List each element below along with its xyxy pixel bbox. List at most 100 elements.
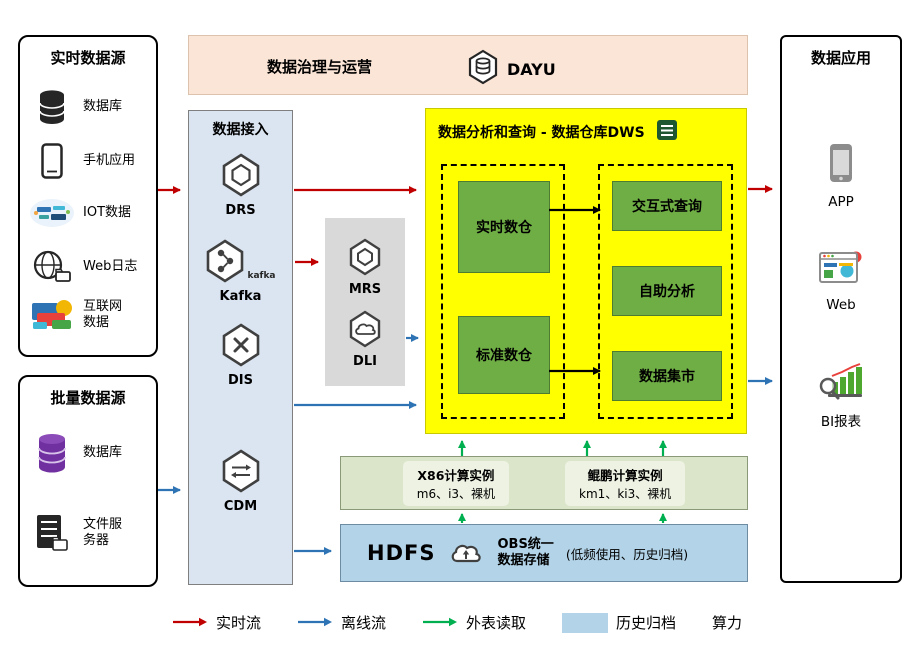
source-label: Web日志 [83, 258, 138, 274]
source-label: 文件服务器 [83, 516, 123, 548]
self-service-analysis-box: 自助分析 [612, 266, 722, 316]
mrs-icon [348, 238, 382, 280]
cdm-node: CDM [189, 449, 292, 514]
batch-sources-panel: 批量数据源 数据库 [18, 375, 158, 587]
iot-wordcloud-icon [28, 197, 76, 229]
dws-header: 数据分析和查询 - 数据仓库DWS [426, 109, 746, 147]
obs-cloud-icon [447, 536, 485, 570]
dis-icon [221, 323, 261, 371]
file-server-icon [28, 513, 76, 553]
legend-compute: 算力 [712, 612, 742, 633]
dayu-logo-group: DAYU [467, 49, 556, 89]
standard-warehouse-label: 标准数仓 [476, 348, 532, 364]
drs-icon [221, 153, 261, 201]
applications-title: 数据应用 [810, 49, 871, 67]
dws-report-icon [654, 117, 680, 147]
database-stack-icon [28, 432, 76, 474]
source-item-web-log: Web日志 [28, 245, 154, 289]
app-item-bi: BI报表 [782, 362, 900, 430]
source-label: 数据库 [83, 98, 123, 114]
legend-archive: 历史归档 [562, 612, 676, 633]
batch-item-database: 数据库 [28, 429, 154, 477]
legend-external: 外表读取 [422, 612, 526, 633]
source-item-database: 数据库 [28, 85, 154, 129]
realtime-sources-title: 实时数据源 [50, 49, 126, 67]
kunpeng-instance-title: 鲲鹏计算实例 [587, 467, 663, 483]
self-service-analysis-label: 自助分析 [639, 284, 695, 300]
kafka-label: Kafka [219, 289, 262, 304]
realtime-warehouse-label: 实时数仓 [476, 220, 532, 236]
governance-title: 数据治理与运营 [267, 58, 373, 76]
legend-realtime-label: 实时流 [215, 614, 261, 632]
obs-title: OBS统一 数据存储 [497, 537, 553, 570]
x86-instance: X86计算实例 m6、i3、裸机 [402, 460, 510, 506]
obs-title-line1: OBS统一 [497, 536, 554, 552]
archive-swatch [562, 612, 608, 633]
kafka-wordmark: kafka [247, 271, 276, 281]
legend-realtime: 实时流 [172, 612, 261, 633]
dws-panel: 数据分析和查询 - 数据仓库DWS 实时数仓 标准数仓 交互式查询 [425, 108, 747, 434]
source-item-internet-data: 互联网数据 [28, 293, 154, 337]
obs-title-line2: 数据存储 [497, 553, 550, 568]
standard-warehouse-box: 标准数仓 [458, 316, 550, 394]
kafka-icon [205, 239, 245, 287]
dis-label: DIS [228, 373, 253, 388]
batch-item-file-server: 文件服务器 [28, 509, 154, 557]
realtime-sources-panel: 实时数据源 数据库 手机应用 [18, 35, 158, 357]
services-group: 交互式查询 自助分析 数据集市 [598, 164, 733, 419]
storage-note: (低频使用、历史归档) [565, 546, 689, 562]
red-arrow-icon [172, 614, 208, 632]
mrs-node: MRS [325, 238, 405, 297]
x86-instance-title: X86计算实例 [417, 467, 495, 483]
blue-arrow-icon [297, 614, 333, 632]
source-label: 互联网数据 [83, 298, 123, 330]
database-icon [28, 89, 76, 125]
cdm-icon [221, 449, 261, 497]
cdm-label: CDM [223, 499, 258, 514]
legend-archive-label: 历史归档 [616, 614, 677, 632]
data-mart-label: 数据集市 [639, 369, 695, 385]
kafka-node: kafka Kafka [189, 239, 292, 304]
processing-box: MRS DLI [325, 218, 405, 386]
app-label: APP [828, 194, 854, 210]
globe-folder-icon [28, 250, 76, 284]
data-ingestion-panel: 数据接入 DRS [188, 110, 293, 585]
app-label: BI报表 [820, 414, 862, 430]
green-arrow-icon [422, 614, 458, 632]
compute-layer: X86计算实例 m6、i3、裸机 鲲鹏计算实例 km1、ki3、裸机 [340, 456, 748, 510]
media-collage-icon [28, 298, 76, 332]
legend-compute-label: 算力 [712, 614, 743, 632]
hdfs-label: HDFS [367, 541, 436, 565]
interactive-query-box: 交互式查询 [612, 181, 722, 231]
bi-report-icon [818, 363, 864, 404]
source-label: IOT数据 [83, 204, 132, 220]
mrs-label: MRS [348, 282, 382, 297]
app-label: Web [826, 297, 856, 313]
storage-layer: HDFS OBS统一 数据存储 (低频使用、历史归档) [340, 524, 748, 582]
app-phone-icon [828, 144, 854, 188]
warehouse-group: 实时数仓 标准数仓 [441, 164, 565, 419]
legend: 实时流 离线流 外表读取 历史归档 算力 [0, 612, 914, 633]
smartphone-icon [28, 143, 76, 179]
kunpeng-instance: 鲲鹏计算实例 km1、ki3、裸机 [565, 460, 686, 506]
governance-banner: 数据治理与运营 DAYU [188, 35, 748, 95]
app-item-mobile: APP [782, 142, 900, 210]
drs-label: DRS [225, 203, 256, 218]
dli-node: DLI [325, 310, 405, 369]
dli-icon [348, 310, 382, 352]
legend-external-label: 外表读取 [465, 614, 526, 632]
legend-offline-label: 离线流 [340, 614, 386, 632]
batch-sources-title: 批量数据源 [50, 389, 126, 407]
dis-node: DIS [189, 323, 292, 388]
source-label: 数据库 [83, 444, 123, 460]
app-item-web: Web [782, 249, 900, 313]
dayu-hexagon-icon [467, 49, 499, 89]
dayu-label: DAYU [507, 59, 556, 79]
dws-title: 数据分析和查询 - 数据仓库DWS [438, 125, 645, 141]
source-item-iot: IOT数据 [28, 191, 154, 235]
source-label: 手机应用 [83, 152, 136, 168]
web-dashboard-icon [818, 251, 864, 291]
x86-instance-detail: m6、i3、裸机 [416, 486, 496, 501]
ingestion-title: 数据接入 [212, 122, 269, 138]
